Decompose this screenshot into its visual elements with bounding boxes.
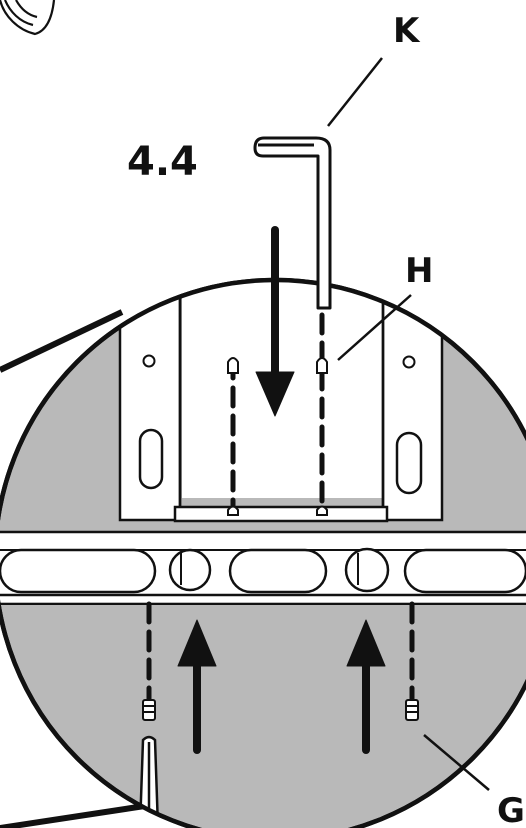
hex-key-k (253, 136, 332, 310)
rail-holes (168, 547, 390, 593)
right-bracket (381, 290, 444, 522)
lower-screws (142, 699, 419, 721)
label-g: G (497, 791, 525, 828)
mount-plate (173, 505, 389, 523)
label-k: K (393, 11, 421, 51)
lower-screw-paths (146, 601, 415, 703)
magnified-detail (0, 277, 526, 828)
left-bracket (118, 288, 182, 522)
top-left-round-part (0, 0, 56, 36)
upper-screws (227, 357, 328, 516)
direction-arrows (177, 226, 386, 754)
label-h: H (405, 251, 433, 291)
step-number: 4.4 (127, 139, 198, 185)
rail-slots (0, 548, 526, 594)
leader-lines (327, 57, 490, 791)
upper-screw-paths (230, 312, 325, 509)
